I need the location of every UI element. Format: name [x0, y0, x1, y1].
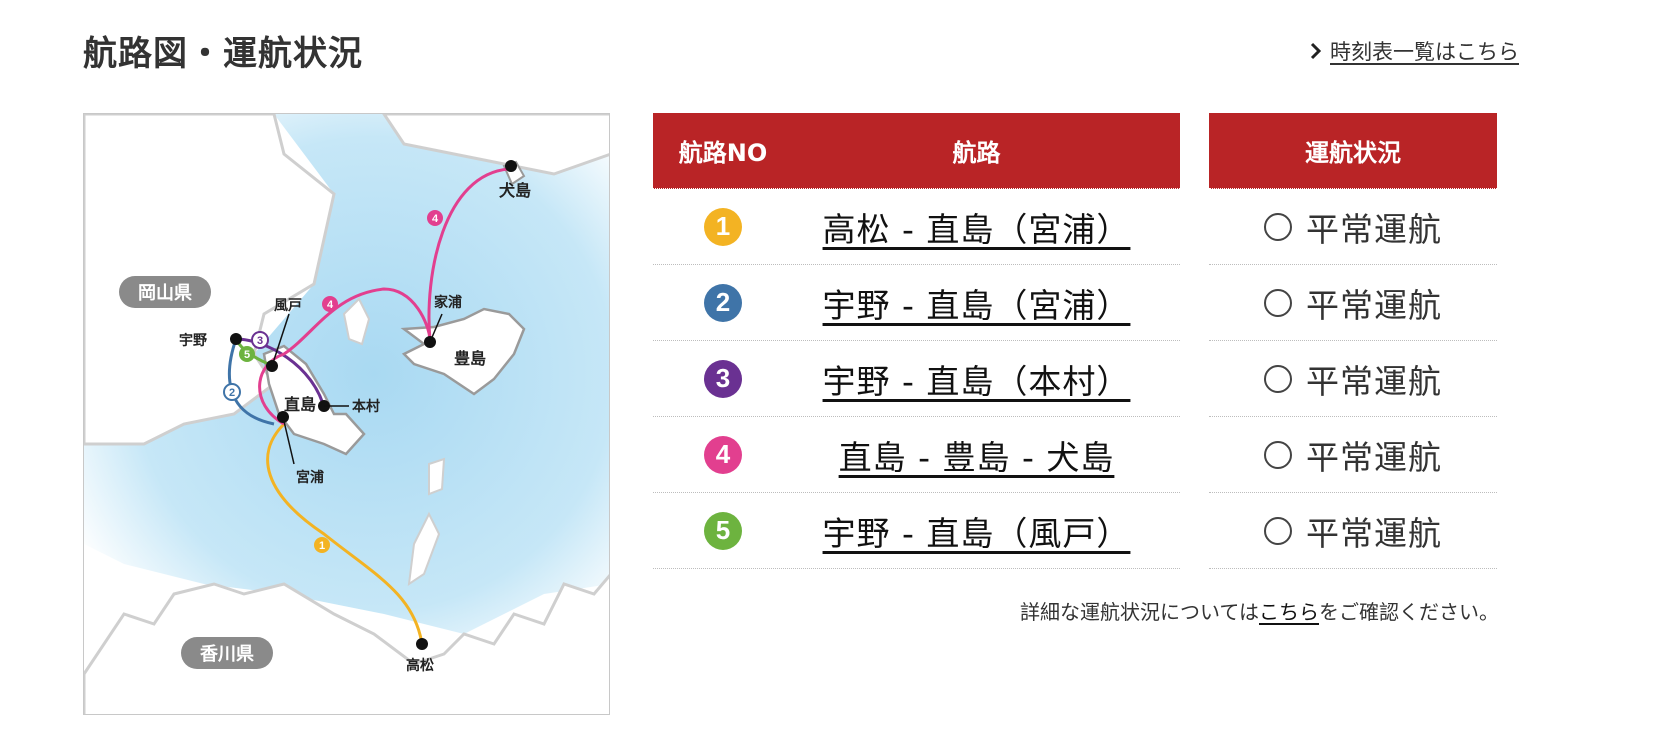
- route-link-5[interactable]: 宇野 ‐ 直島（風戸）: [822, 513, 1131, 553]
- port-label-uno: 宇野: [179, 332, 207, 349]
- port-label-ieura: 家浦: [434, 294, 462, 311]
- port-label-inujima: 犬島: [499, 181, 531, 200]
- status-normal-icon: [1264, 212, 1292, 241]
- port-label-takamatsu: 高松: [406, 657, 434, 674]
- svg-text:1: 1: [319, 540, 325, 552]
- header-status: 運航状況: [1209, 113, 1497, 189]
- svg-text:香川県: 香川県: [199, 644, 254, 665]
- svg-text:4: 4: [432, 213, 439, 225]
- timetable-link[interactable]: 時刻表一覧はこちら: [1310, 36, 1519, 66]
- table-row: 5 宇野 ‐ 直島（風戸）: [653, 493, 1180, 569]
- route-number-icon-4: 4: [704, 435, 742, 474]
- status-table: 運航状況 平常運航 平常運航 平常運航 平常運航 平常運航: [1209, 113, 1497, 569]
- route-number-icon-5: 5: [704, 511, 742, 550]
- port-label-teshima: 豊島: [454, 349, 486, 368]
- port-label-miyaura: 宮浦: [296, 469, 324, 486]
- port-label-naoshima: 直島: [284, 395, 316, 414]
- status-text: 平常運航: [1306, 209, 1442, 249]
- route-number-icon-1: 1: [704, 207, 742, 246]
- svg-text:4: 4: [327, 299, 334, 311]
- route-link-3[interactable]: 宇野 ‐ 直島（本村）: [822, 361, 1131, 401]
- port-label-honmura: 本村: [352, 398, 380, 415]
- port-label-kazeto: 風戸: [274, 298, 302, 314]
- note-text-before: 詳細な運航状況については: [1020, 600, 1259, 624]
- status-normal-icon: [1264, 364, 1292, 393]
- header-route: 航路: [952, 139, 1001, 167]
- table-row: 4 直島 ‐ 豊島 ‐ 犬島: [653, 417, 1180, 493]
- page-title: 航路図・運航状況: [83, 34, 363, 74]
- routes-table: 航路NO 航路 1 高松 ‐ 直島（宮浦） 2 宇野 ‐ 直島（宮浦） 3 宇野…: [653, 113, 1180, 569]
- route-map: 1 2 3 5 4 4 岡山県: [83, 113, 610, 715]
- note-text-after: をご確認ください。: [1319, 600, 1499, 624]
- table-row: 3 宇野 ‐ 直島（本村）: [653, 341, 1180, 417]
- table-row: 平常運航: [1209, 417, 1497, 493]
- prefecture-label-kagawa: 香川県: [181, 637, 273, 669]
- table-row: 平常運航: [1209, 341, 1497, 417]
- table-row: 1 高松 ‐ 直島（宮浦）: [653, 189, 1180, 265]
- route-link-2[interactable]: 宇野 ‐ 直島（宮浦）: [822, 285, 1131, 325]
- status-normal-icon: [1264, 440, 1292, 469]
- table-row: 平常運航: [1209, 493, 1497, 569]
- status-text: 平常運航: [1306, 285, 1442, 325]
- chevron-right-icon: [1310, 42, 1322, 60]
- route-number-icon-3: 3: [704, 359, 742, 398]
- status-note: 詳細な運航状況についてはこちらをご確認ください。: [1020, 596, 1499, 625]
- table-row: 平常運航: [1209, 189, 1497, 265]
- status-detail-link[interactable]: こちら: [1259, 600, 1319, 624]
- timetable-link-label: 時刻表一覧はこちら: [1330, 40, 1519, 64]
- table-row: 2 宇野 ‐ 直島（宮浦）: [653, 265, 1180, 341]
- route-link-4[interactable]: 直島 ‐ 豊島 ‐ 犬島: [838, 437, 1115, 477]
- header-route-no: 航路NO: [678, 139, 768, 167]
- route-map-graphic: 1 2 3 5 4 4 岡山県: [84, 114, 609, 714]
- svg-text:岡山県: 岡山県: [138, 283, 192, 304]
- svg-text:2: 2: [229, 387, 235, 399]
- status-text: 平常運航: [1306, 513, 1442, 553]
- status-normal-icon: [1264, 288, 1292, 317]
- prefecture-label-okayama: 岡山県: [119, 276, 211, 308]
- status-text: 平常運航: [1306, 437, 1442, 477]
- route-number-icon-2: 2: [704, 283, 742, 322]
- svg-text:5: 5: [244, 349, 250, 361]
- route-link-1[interactable]: 高松 ‐ 直島（宮浦）: [822, 209, 1131, 249]
- table-row: 平常運航: [1209, 265, 1497, 341]
- status-text: 平常運航: [1306, 361, 1442, 401]
- routes-table-header: 航路NO 航路: [653, 113, 1180, 189]
- status-normal-icon: [1264, 516, 1292, 545]
- svg-text:3: 3: [257, 335, 263, 347]
